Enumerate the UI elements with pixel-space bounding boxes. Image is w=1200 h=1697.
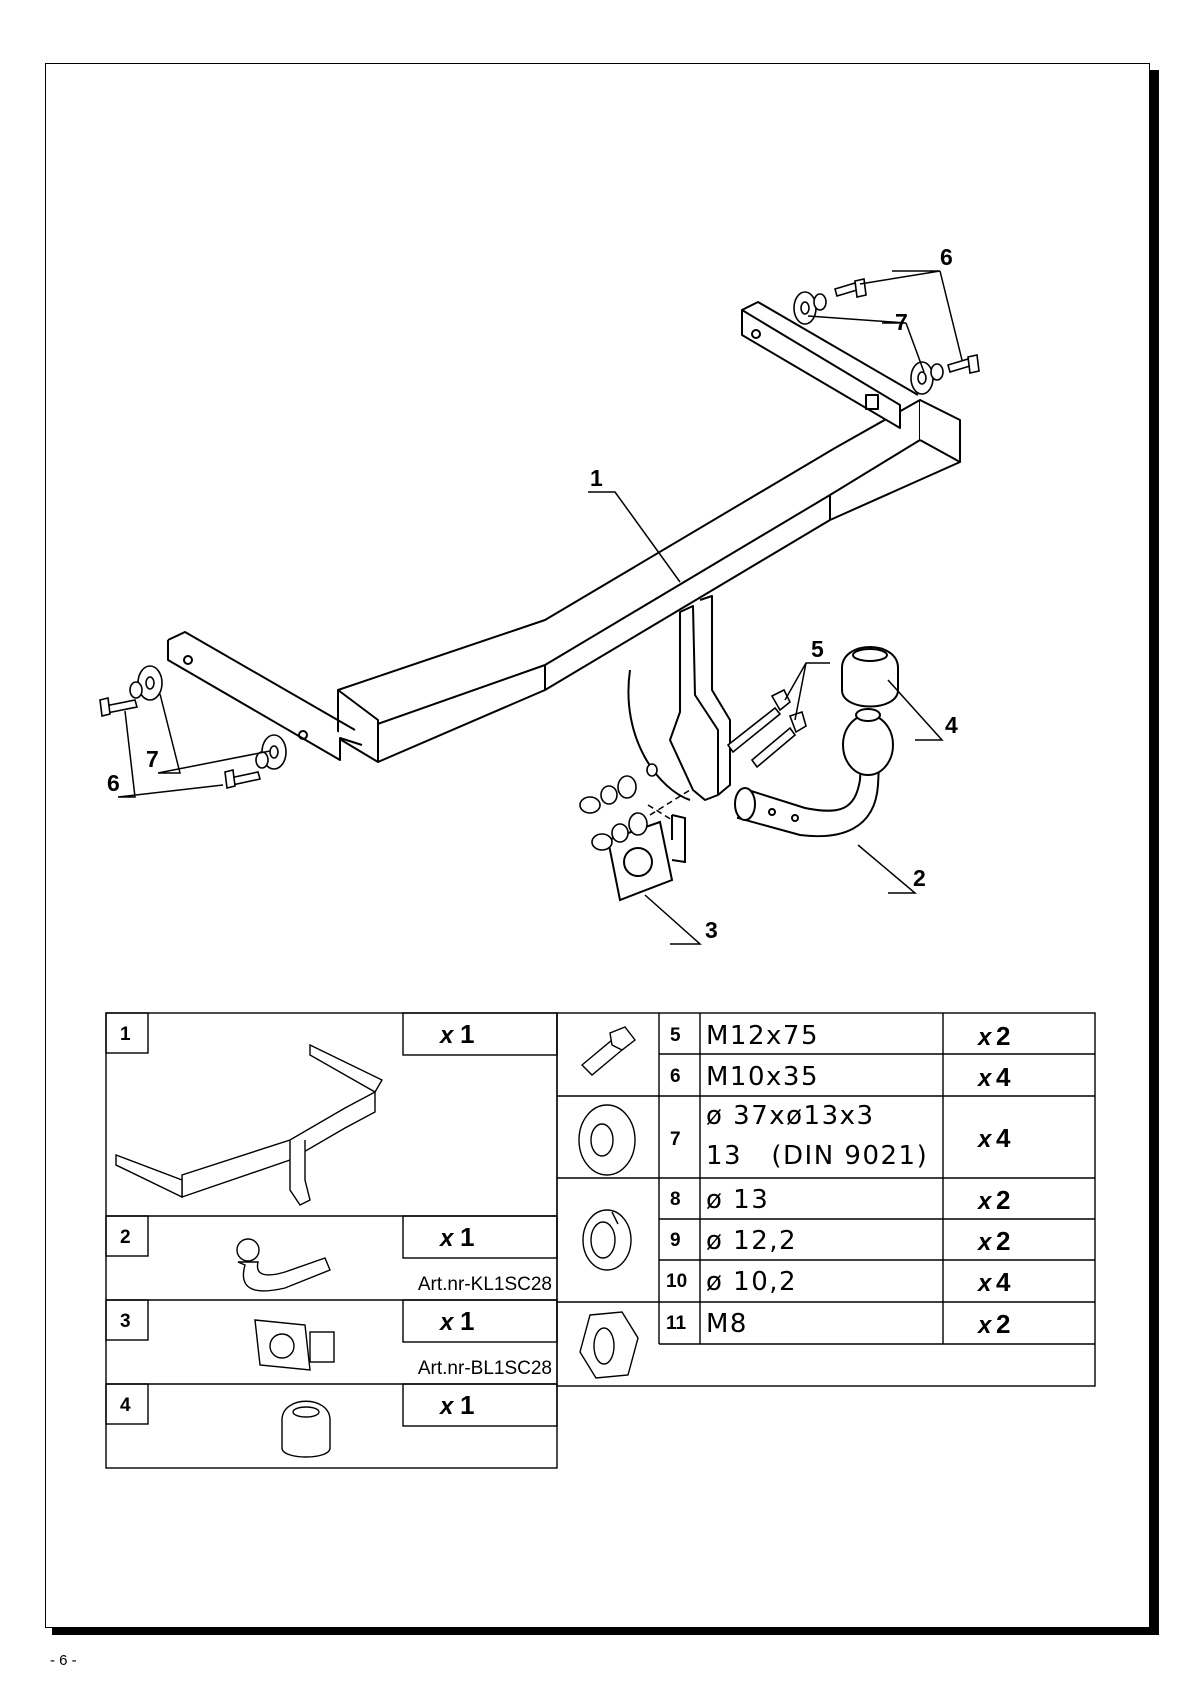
- part2-qty: 1: [460, 1222, 474, 1252]
- hw7-num: 7: [670, 1129, 681, 1150]
- callout-5: 5: [811, 636, 824, 662]
- part3-qty-prefix: x: [438, 1309, 455, 1336]
- part1-num: 1: [120, 1024, 131, 1045]
- hw10-qty: 4: [996, 1267, 1011, 1297]
- hw7-spec-line2: 13 (DIN 9021): [706, 1141, 928, 1171]
- hw10-num: 10: [666, 1271, 687, 1292]
- hw8-spec: ø 13: [706, 1185, 769, 1215]
- hw6-qty: 4: [996, 1062, 1011, 1092]
- ball-cover-drawing: [841, 646, 899, 708]
- hw11-spec: M8: [706, 1309, 748, 1339]
- callout-1: 1: [590, 465, 603, 491]
- callout-7-right: 7: [895, 309, 908, 335]
- part3-art-number: Art.nr-BL1SC28: [418, 1358, 552, 1379]
- hw11-qty-prefix: x: [976, 1312, 993, 1339]
- part4-num: 4: [120, 1395, 131, 1416]
- bolt-icon: [580, 1026, 636, 1076]
- callout-2: 2: [913, 865, 926, 891]
- part4-qty: 1: [460, 1390, 474, 1420]
- hw5-qty-prefix: x: [976, 1024, 993, 1051]
- hw9-num: 9: [670, 1230, 681, 1251]
- hw5-num: 5: [670, 1025, 681, 1046]
- hw8-qty: 2: [996, 1185, 1010, 1215]
- part3-num: 3: [120, 1311, 131, 1332]
- bolts-drawing: [99, 278, 980, 851]
- part2-qty-prefix: x: [438, 1225, 455, 1252]
- part1-thumbnail: [115, 1043, 383, 1206]
- hw9-qty-prefix: x: [976, 1229, 993, 1256]
- hw9-qty: 2: [996, 1226, 1010, 1256]
- part1-qty: 1: [460, 1019, 474, 1049]
- tow-ball-drawing: [734, 708, 894, 838]
- spring-washer-icon: [582, 1209, 632, 1271]
- callout-6-left: 6: [107, 770, 120, 796]
- hw9-spec: ø 12,2: [706, 1226, 797, 1256]
- page-number: - 6 -: [50, 1652, 77, 1669]
- part4-qty-prefix: x: [438, 1393, 455, 1420]
- hw10-qty-prefix: x: [976, 1270, 993, 1297]
- hw7-spec-line1: ø 37xø13x3: [706, 1101, 875, 1131]
- hw11-num: 11: [666, 1313, 687, 1334]
- hw6-num: 6: [670, 1066, 681, 1087]
- hw8-num: 8: [670, 1189, 681, 1210]
- flat-washer-icon: [578, 1104, 636, 1176]
- socket-plate-drawing: [606, 814, 686, 902]
- callout-7-left: 7: [146, 746, 159, 772]
- hw5-qty: 2: [996, 1021, 1010, 1051]
- hw8-qty-prefix: x: [976, 1188, 993, 1215]
- hw7-qty-prefix: x: [976, 1126, 993, 1153]
- part2-thumbnail: [236, 1238, 331, 1292]
- part4-thumbnail: [281, 1400, 331, 1458]
- crossbar-drawing: [167, 301, 961, 801]
- hw6-qty-prefix: x: [976, 1065, 993, 1092]
- hw11-qty: 2: [996, 1309, 1010, 1339]
- callout-4: 4: [945, 712, 958, 738]
- part1-qty-prefix: x: [438, 1022, 455, 1049]
- leader-lines: [117, 270, 963, 945]
- part3-thumbnail: [254, 1319, 335, 1371]
- part2-num: 2: [120, 1227, 131, 1248]
- callout-3: 3: [705, 917, 718, 943]
- table-grid: [105, 1012, 1096, 1469]
- hw6-spec: M10x35: [706, 1062, 819, 1092]
- hw5-spec: M12x75: [706, 1021, 819, 1051]
- hw7-qty: 4: [996, 1123, 1011, 1153]
- hw10-spec: ø 10,2: [706, 1267, 797, 1297]
- part3-qty: 1: [460, 1306, 474, 1336]
- part2-art-number: Art.nr-KL1SC28: [418, 1274, 552, 1295]
- hex-nut-icon: [579, 1311, 639, 1379]
- callout-6-right: 6: [940, 244, 953, 270]
